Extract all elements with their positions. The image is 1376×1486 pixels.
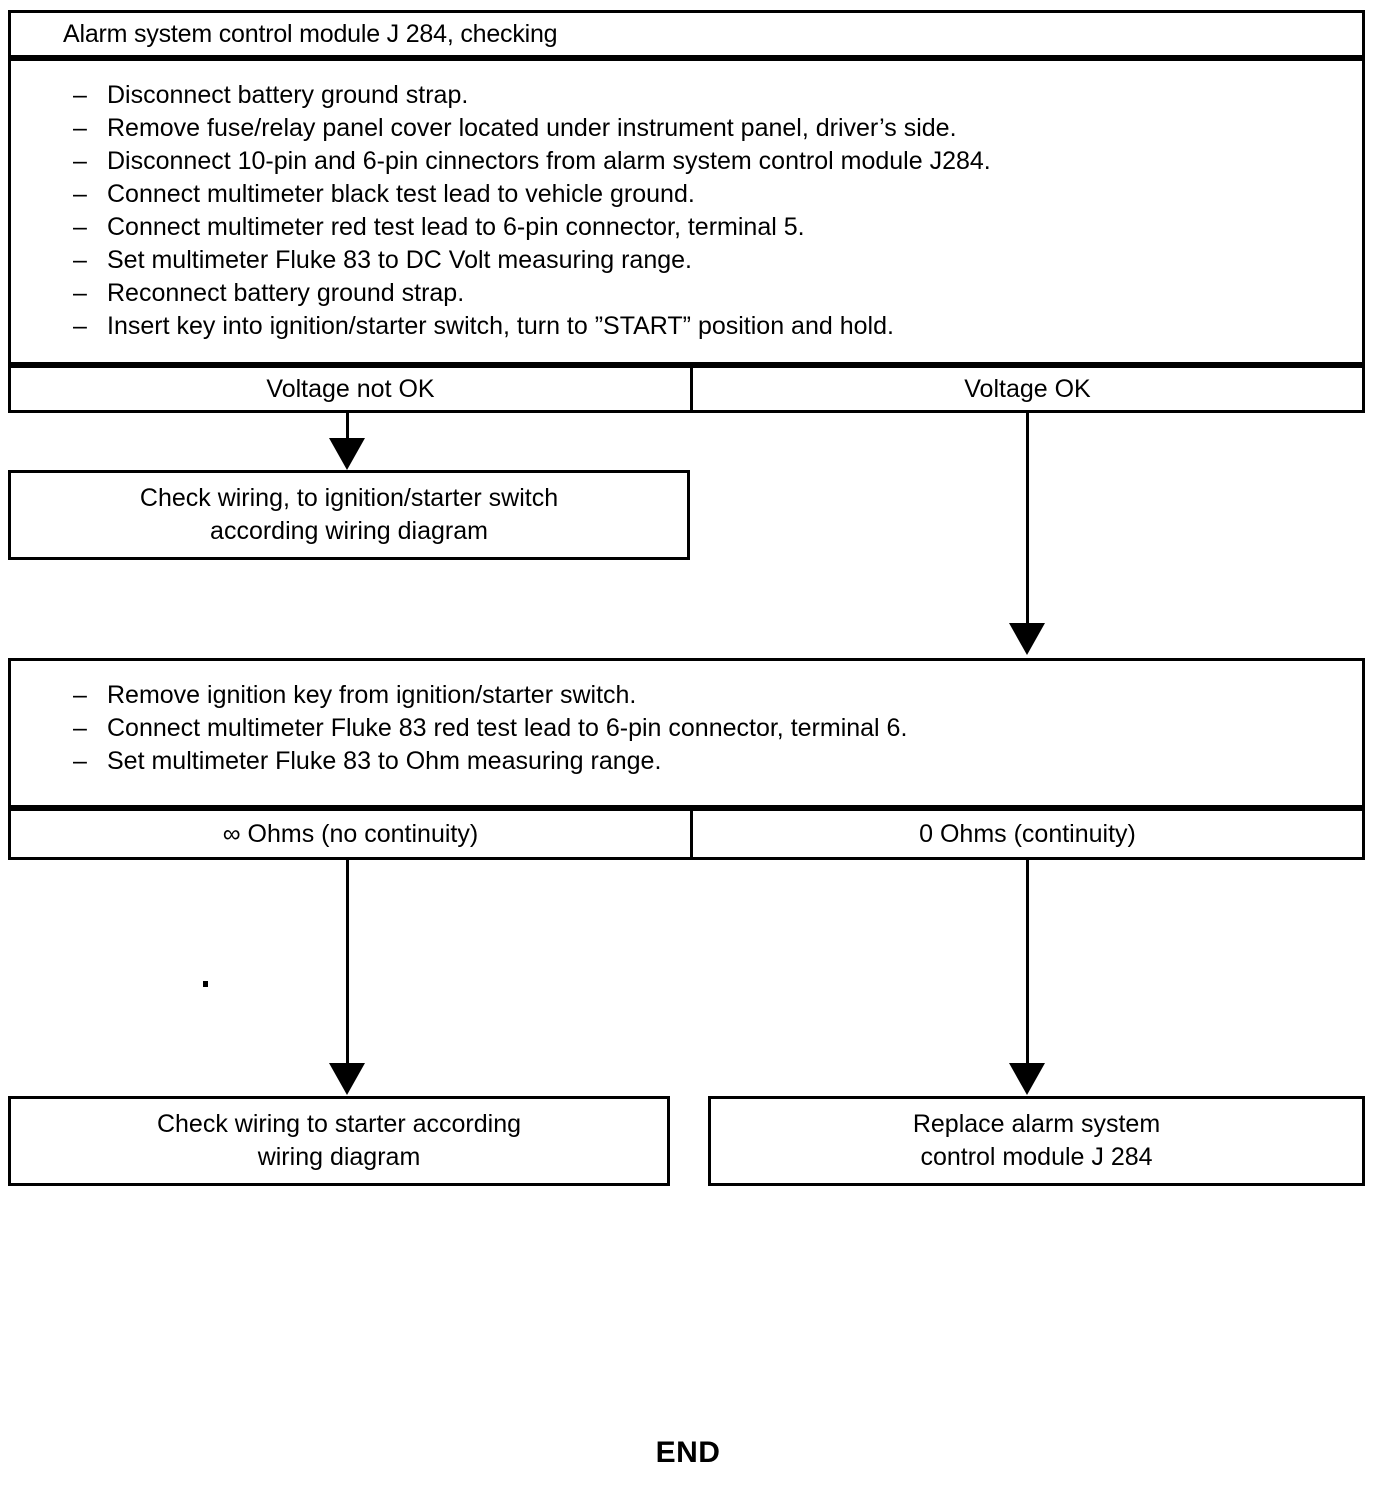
outcome-box-replace-module: Replace alarm system control module J 28… — [708, 1096, 1365, 1186]
step-text: Remove ignition key from ignition/starte… — [107, 681, 637, 709]
outcome-text-block: Check wiring, to ignition/starter switch… — [140, 482, 558, 548]
outcome-box-check-wiring-starter: Check wiring to starter according wiring… — [8, 1096, 670, 1186]
step-text: Connect multimeter Fluke 83 red test lea… — [107, 714, 908, 742]
list-item: – Connect multimeter Fluke 83 red test l… — [11, 712, 1362, 745]
bullet-dash-icon: – — [73, 714, 87, 742]
step-text: Reconnect battery ground strap. — [107, 279, 465, 307]
procedure-box-2: – Remove ignition key from ignition/star… — [8, 658, 1365, 808]
outcome-line-2: according wiring diagram — [210, 517, 488, 545]
outcome-line-2: control module J 284 — [920, 1143, 1153, 1171]
decision-cell-continuity: 0 Ohms (continuity) — [919, 819, 1136, 848]
decision-cell-no-continuity: ∞ Ohms (no continuity) — [11, 811, 693, 857]
decision-row-ohms: ∞ Ohms (no continuity) 0 Ohms (continuit… — [8, 808, 1365, 860]
arrowhead-icon-continuity — [1009, 1063, 1045, 1095]
connector-line-no-continuity — [346, 860, 349, 1068]
outcome-line-1: Check wiring, to ignition/starter switch — [139, 484, 559, 512]
bullet-dash-icon: – — [73, 246, 87, 274]
connector-line-voltage-not-ok — [346, 413, 349, 453]
list-item: – Connect multimeter red test lead to 6-… — [11, 211, 1362, 244]
list-item: – Disconnect 10-pin and 6-pin cinnectors… — [11, 145, 1362, 178]
arrowhead-icon-no-continuity — [329, 1063, 365, 1095]
end-label: END — [655, 1436, 721, 1469]
list-item: – Set multimeter Fluke 83 to DC Volt mea… — [11, 244, 1362, 277]
step-text: Set multimeter Fluke 83 to DC Volt measu… — [107, 246, 692, 274]
arrowhead-icon-voltage-ok — [1009, 623, 1045, 655]
connector-line-continuity — [1026, 860, 1029, 1068]
bullet-dash-icon: – — [73, 81, 87, 109]
bullet-dash-icon: – — [73, 213, 87, 241]
bullet-dash-icon: – — [73, 312, 87, 340]
procedure-2-step-list: – Remove ignition key from ignition/star… — [11, 679, 1362, 778]
step-text: Connect multimeter black test lead to ve… — [107, 180, 695, 208]
bullet-dash-icon: – — [73, 279, 87, 307]
outcome-line-1: Replace alarm system — [912, 1110, 1161, 1138]
bullet-dash-icon: – — [73, 147, 87, 175]
step-text: Disconnect battery ground strap. — [107, 81, 469, 109]
list-item: – Set multimeter Fluke 83 to Ohm measuri… — [11, 745, 1362, 778]
list-item: – Remove fuse/relay panel cover located … — [11, 112, 1362, 145]
list-item: – Connect multimeter black test lead to … — [11, 178, 1362, 211]
bullet-dash-icon: – — [73, 180, 87, 208]
arrowhead-icon-voltage-not-ok — [329, 438, 365, 470]
outcome-line-1: Check wiring to starter according — [156, 1110, 522, 1138]
flowchart-title-box: Alarm system control module J 284, check… — [8, 10, 1365, 58]
scan-artifact-dot — [203, 981, 208, 987]
outcome-text-block: Replace alarm system control module J 28… — [913, 1108, 1160, 1174]
step-text: Disconnect 10-pin and 6-pin cinnectors f… — [107, 147, 991, 175]
page-title: Alarm system control module J 284, check… — [63, 19, 558, 48]
connector-line-voltage-ok — [1026, 413, 1029, 625]
bullet-dash-icon: – — [73, 114, 87, 142]
bullet-dash-icon: – — [73, 681, 87, 709]
decision-cell-voltage-not-ok: Voltage not OK — [11, 368, 693, 410]
outcome-text-block: Check wiring to starter according wiring… — [157, 1108, 521, 1174]
step-text: Connect multimeter red test lead to 6-pi… — [107, 213, 805, 241]
procedure-box-1: – Disconnect battery ground strap. – Rem… — [8, 58, 1365, 365]
list-item: – Remove ignition key from ignition/star… — [11, 679, 1362, 712]
outcome-line-2: wiring diagram — [257, 1143, 421, 1171]
list-item: – Reconnect battery ground strap. — [11, 277, 1362, 310]
decision-cell-voltage-ok: Voltage OK — [964, 374, 1091, 403]
list-item: – Disconnect battery ground strap. — [11, 79, 1362, 112]
step-text: Insert key into ignition/starter switch,… — [107, 312, 894, 340]
outcome-box-check-wiring-ignition: Check wiring, to ignition/starter switch… — [8, 470, 690, 560]
bullet-dash-icon: – — [73, 747, 87, 775]
step-text: Remove fuse/relay panel cover located un… — [107, 114, 957, 142]
step-text: Set multimeter Fluke 83 to Ohm measuring… — [107, 747, 662, 775]
list-item: – Insert key into ignition/starter switc… — [11, 310, 1362, 343]
procedure-1-step-list: – Disconnect battery ground strap. – Rem… — [11, 79, 1362, 343]
decision-row-voltage: Voltage not OK Voltage OK — [8, 365, 1365, 413]
